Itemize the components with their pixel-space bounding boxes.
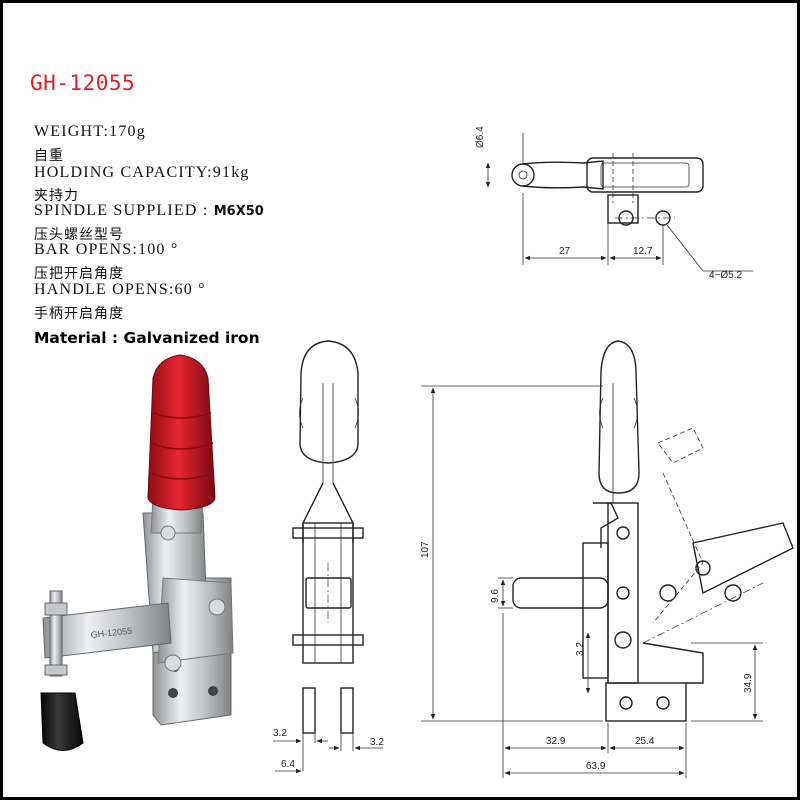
spec-spindle-value: M6X50: [213, 204, 264, 219]
dim-3-2-right: 3.2: [370, 737, 384, 748]
spec-spindle: SPINDLE SUPPLIED : M6X50: [34, 202, 264, 220]
spec-spindle-cn: 压头螺丝型号: [34, 227, 124, 243]
spec-holding-cn: 夹持力: [34, 188, 79, 204]
dim-63-9: 63.9: [586, 761, 606, 772]
dim-32-9: 32.9: [546, 736, 566, 747]
dim-dia: Ø6.4: [475, 126, 486, 148]
dim-12-7: 12.7: [633, 246, 653, 257]
spec-holding: HOLDING CAPACITY:91kg: [34, 164, 250, 181]
front-view-drawing: 3.2 3.2 6.4: [273, 340, 384, 774]
dim-107: 107: [420, 541, 431, 558]
spec-bar-cn: 压把开启角度: [34, 266, 124, 282]
product-title: GH-12055: [30, 71, 136, 95]
spec-handle: HANDLE OPENS:60 °: [34, 281, 206, 298]
top-view-drawing: Ø6.4 27 12.7 4−Ø5.2: [475, 126, 753, 281]
dim-25-4: 25.4: [635, 736, 655, 747]
dim-holes: 4−Ø5.2: [709, 270, 743, 281]
dim-3-2-side: 3.2: [575, 642, 586, 656]
plate-text: GH-12055: [90, 626, 132, 640]
dim-3-2-left: 3.2: [273, 728, 287, 739]
material-label: Material : Galvanized iron: [34, 329, 260, 347]
clamp-photo: GH-12055: [40, 354, 234, 751]
spec-weight: WEIGHT:170g: [34, 123, 146, 140]
dim-27: 27: [559, 246, 571, 257]
spec-weight-cn: 自重: [34, 148, 64, 164]
dim-9-6: 9.6: [490, 589, 501, 603]
spec-spindle-label: SPINDLE SUPPLIED :: [34, 202, 209, 219]
side-view-drawing: 107 9.6 3.2 34.9 32.9 25.4 63.9: [420, 340, 794, 778]
technical-drawing: GH-12055 Ø: [40, 126, 794, 778]
dim-6-4: 6.4: [281, 759, 295, 770]
dim-34-9: 34.9: [743, 673, 754, 693]
spec-bar: BAR OPENS:100 °: [34, 241, 179, 258]
spec-handle-cn: 手柄开启角度: [34, 306, 124, 322]
